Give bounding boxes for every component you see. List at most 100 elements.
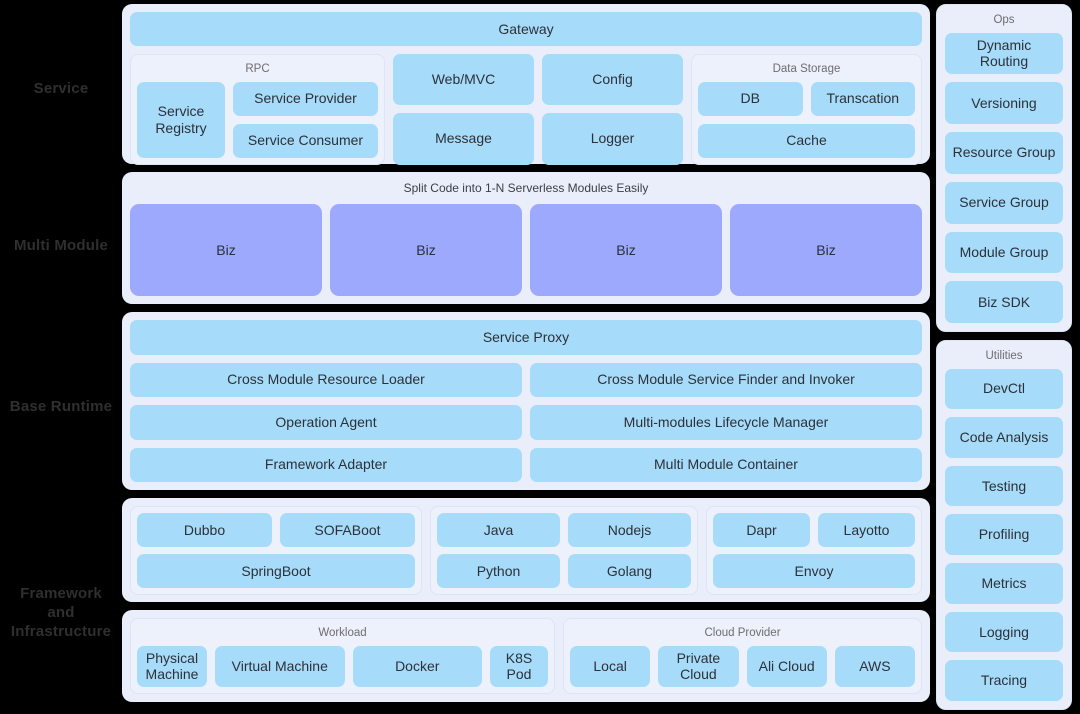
framework-row: Dubbo SOFABoot SpringBoot Java Nodejs xyxy=(130,506,922,595)
rpc-group: RPC Service Registry Service Provider Se… xyxy=(130,54,385,165)
multi-module-caption: Split Code into 1-N Serverless Modules E… xyxy=(403,181,649,195)
sidebar-item-metrics[interactable]: Metrics xyxy=(945,563,1063,604)
virtual-machine-chip[interactable]: Virtual Machine xyxy=(215,645,345,688)
nodejs-chip[interactable]: Nodejs xyxy=(568,513,691,547)
workload-group: Workload Physical Machine Virtual Machin… xyxy=(130,618,555,695)
framework-group-1-bottom: SpringBoot xyxy=(137,554,415,588)
sidebar-item-resource-group[interactable]: Resource Group xyxy=(945,132,1063,174)
python-chip[interactable]: Python xyxy=(437,554,560,588)
golang-chip[interactable]: Golang xyxy=(568,554,691,588)
sidebar-item-code-analysis[interactable]: Code Analysis xyxy=(945,417,1063,458)
row-label-framework-infrastructure: Framework and Infrastructure xyxy=(10,585,112,641)
service-registry-chip[interactable]: Service Registry xyxy=(137,81,225,158)
sidebar-item-profiling[interactable]: Profiling xyxy=(945,514,1063,556)
multi-module-row: Biz Biz Biz Biz xyxy=(130,204,922,296)
framework-group-2-body: Java Nodejs Python Golang xyxy=(437,513,691,588)
sidebar-item-tracing[interactable]: Tracing xyxy=(945,660,1063,701)
runtime-row-4: Framework Adapter Multi Module Container xyxy=(130,447,922,482)
sidebar-item-versioning[interactable]: Versioning xyxy=(945,82,1063,124)
local-chip[interactable]: Local xyxy=(570,645,651,688)
service-proxy-chip[interactable]: Service Proxy xyxy=(130,320,922,355)
layotto-chip[interactable]: Layotto xyxy=(818,513,915,547)
biz-module[interactable]: Biz xyxy=(730,204,922,296)
aws-chip[interactable]: AWS xyxy=(834,645,915,688)
workload-items: Physical Machine Virtual Machine Docker … xyxy=(137,645,548,688)
docker-chip[interactable]: Docker xyxy=(352,645,482,688)
framework-group-1-body: Dubbo SOFABoot SpringBoot xyxy=(137,513,415,588)
row-label-column: Service Multi Module Base Runtime Framew… xyxy=(0,0,122,714)
ops-items: Dynamic Routing Versioning Resource Grou… xyxy=(945,32,1063,323)
cross-module-service-finder-chip[interactable]: Cross Module Service Finder and Invoker xyxy=(530,362,922,397)
utilities-panel-title: Utilities xyxy=(985,350,1023,362)
envoy-chip[interactable]: Envoy xyxy=(713,554,915,588)
sidebar-item-module-group[interactable]: Module Group xyxy=(945,231,1063,274)
runtime-row-3: Operation Agent Multi-modules Lifecycle … xyxy=(130,405,922,440)
rpc-items: Service Provider Service Consumer xyxy=(233,81,378,158)
biz-module[interactable]: Biz xyxy=(530,204,722,296)
multi-module-container-chip[interactable]: Multi Module Container xyxy=(530,447,922,482)
dubbo-chip[interactable]: Dubbo xyxy=(137,513,272,547)
web-mvc-chip[interactable]: Web/MVC xyxy=(393,54,534,106)
utilities-panel: Utilities DevCtl Code Analysis Testing P… xyxy=(936,340,1072,710)
logger-chip[interactable]: Logger xyxy=(542,113,683,165)
service-body: RPC Service Registry Service Provider Se… xyxy=(130,54,922,165)
sidebar-item-dynamic-routing[interactable]: Dynamic Routing xyxy=(945,32,1063,75)
framework-group-mesh: Dapr Layotto Envoy xyxy=(706,506,922,595)
framework-group-3-bottom: Envoy xyxy=(713,554,915,588)
main-column: Gateway RPC Service Registry Service Pro… xyxy=(122,0,930,714)
k8s-pod-chip[interactable]: K8S Pod xyxy=(490,645,548,688)
infrastructure-section: Workload Physical Machine Virtual Machin… xyxy=(122,610,930,702)
service-consumer-chip[interactable]: Service Consumer xyxy=(233,123,378,158)
ops-panel: Ops Dynamic Routing Versioning Resource … xyxy=(936,4,1072,332)
sidebar-item-testing[interactable]: Testing xyxy=(945,465,1063,507)
data-storage-body: DB Transcation Cache xyxy=(698,81,915,158)
config-chip[interactable]: Config xyxy=(542,54,683,106)
ali-cloud-chip[interactable]: Ali Cloud xyxy=(746,645,827,688)
framework-group-languages: Java Nodejs Python Golang xyxy=(430,506,698,595)
springboot-chip[interactable]: SpringBoot xyxy=(137,554,415,588)
biz-module[interactable]: Biz xyxy=(330,204,522,296)
sidebar-item-service-group[interactable]: Service Group xyxy=(945,181,1063,224)
private-cloud-chip[interactable]: Private Cloud xyxy=(658,645,739,688)
workload-group-title: Workload xyxy=(318,627,367,639)
service-middle-left: Web/MVC Message xyxy=(393,54,534,165)
framework-group-1-top: Dubbo SOFABoot xyxy=(137,513,415,547)
biz-module[interactable]: Biz xyxy=(130,204,322,296)
framework-section: Dubbo SOFABoot SpringBoot Java Nodejs xyxy=(122,498,930,602)
operation-agent-chip[interactable]: Operation Agent xyxy=(130,405,522,440)
framework-group-frameworks: Dubbo SOFABoot SpringBoot xyxy=(130,506,422,595)
transcation-chip[interactable]: Transcation xyxy=(810,81,915,116)
multi-modules-lifecycle-manager-chip[interactable]: Multi-modules Lifecycle Manager xyxy=(530,405,922,440)
base-runtime-section: Service Proxy Cross Module Resource Load… xyxy=(122,312,930,490)
ops-panel-title: Ops xyxy=(993,14,1015,26)
utilities-items: DevCtl Code Analysis Testing Profiling M… xyxy=(945,368,1063,702)
sidebar: Ops Dynamic Routing Versioning Resource … xyxy=(930,0,1080,714)
service-provider-chip[interactable]: Service Provider xyxy=(233,81,378,116)
framework-group-3-top: Dapr Layotto xyxy=(713,513,915,547)
sidebar-item-biz-sdk[interactable]: Biz SDK xyxy=(945,281,1063,323)
runtime-row-1: Service Proxy xyxy=(130,320,922,355)
physical-machine-chip[interactable]: Physical Machine xyxy=(137,645,207,688)
dapr-chip[interactable]: Dapr xyxy=(713,513,810,547)
message-chip[interactable]: Message xyxy=(393,113,534,165)
cross-module-resource-loader-chip[interactable]: Cross Module Resource Loader xyxy=(130,362,522,397)
sidebar-item-logging[interactable]: Logging xyxy=(945,611,1063,653)
row-label-service: Service xyxy=(33,80,89,97)
db-chip[interactable]: DB xyxy=(698,81,803,116)
sofaboot-chip[interactable]: SOFABoot xyxy=(280,513,415,547)
row-label-multi-module: Multi Module xyxy=(13,237,109,254)
sidebar-item-devctl[interactable]: DevCtl xyxy=(945,368,1063,410)
framework-adapter-chip[interactable]: Framework Adapter xyxy=(130,447,522,482)
data-storage-group: Data Storage DB Transcation Cache xyxy=(691,54,922,165)
multi-module-section: Split Code into 1-N Serverless Modules E… xyxy=(122,172,930,304)
cloud-provider-group-title: Cloud Provider xyxy=(704,627,781,639)
runtime-row-2: Cross Module Resource Loader Cross Modul… xyxy=(130,362,922,397)
service-section: Gateway RPC Service Registry Service Pro… xyxy=(122,4,930,165)
framework-group-3-body: Dapr Layotto Envoy xyxy=(713,513,915,588)
row-label-base-runtime: Base Runtime xyxy=(9,398,113,415)
java-chip[interactable]: Java xyxy=(437,513,560,547)
gateway-chip[interactable]: Gateway xyxy=(130,12,922,46)
cache-chip[interactable]: Cache xyxy=(698,123,915,158)
cloud-provider-items: Local Private Cloud Ali Cloud AWS xyxy=(570,645,915,688)
